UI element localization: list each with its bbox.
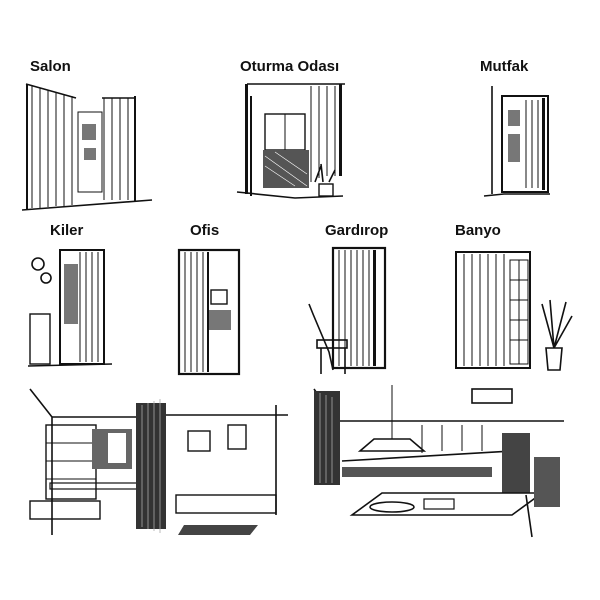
label-kiler: Kiler — [50, 222, 84, 239]
office-room-scene — [28, 385, 290, 540]
kitchen-scene — [312, 385, 567, 540]
salon-illustration — [22, 82, 157, 217]
label-oturma-odasi: Oturma Odası — [240, 58, 340, 75]
gardirop-illustration — [305, 244, 395, 374]
label-salon: Salon — [30, 58, 71, 75]
label-gardirop: Gardırop — [325, 222, 389, 239]
label-mutfak: Mutfak — [480, 58, 529, 75]
oturma-odasi-illustration — [235, 82, 350, 212]
ofis-illustration — [175, 244, 250, 379]
kiler-illustration — [28, 244, 118, 374]
banyo-illustration — [448, 244, 578, 374]
mutfak-illustration — [480, 82, 560, 202]
label-ofis: Ofis — [190, 222, 220, 239]
label-banyo: Banyo — [455, 222, 501, 239]
